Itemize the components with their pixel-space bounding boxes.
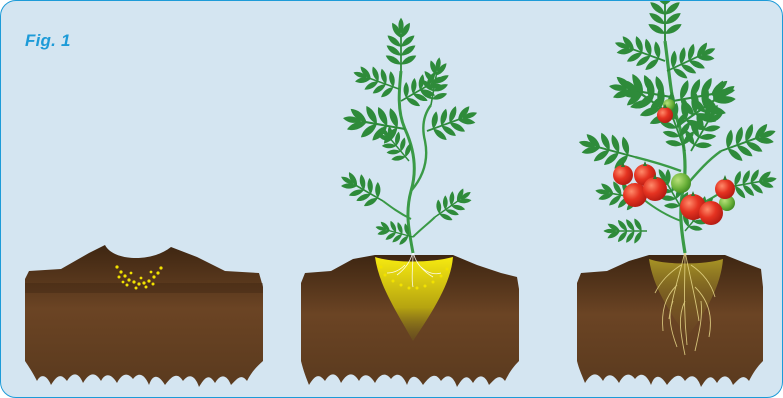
panel-stage-3	[574, 1, 782, 387]
panel-stage-2	[301, 18, 519, 387]
panel-stage-1	[25, 245, 263, 387]
mature-tomato-plant	[574, 1, 782, 253]
young-tomato-plant	[333, 18, 482, 253]
soil-mound	[25, 245, 263, 387]
